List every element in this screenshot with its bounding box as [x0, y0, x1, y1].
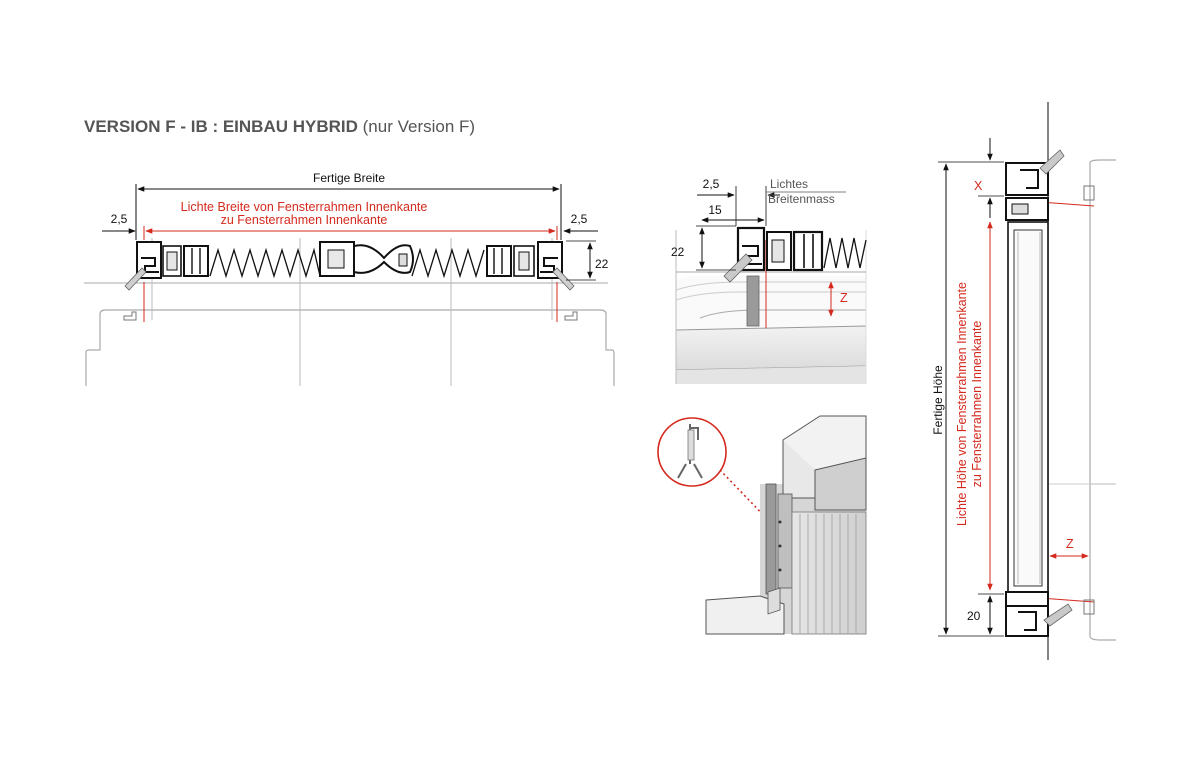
lichtes-label-1: Lichtes [770, 177, 808, 191]
page-title: VERSION F - IB : EINBAU HYBRID (nur Vers… [84, 117, 475, 137]
title-sub: (nur Version F) [362, 117, 476, 136]
lichtes-label-2: Breitenmass [768, 192, 835, 206]
lichte-hoehe-label-2: zu Fensterrahmen Innenkante [970, 321, 984, 488]
section-dim-20: 20 [967, 609, 981, 623]
right-frame-profile [486, 241, 575, 291]
dim-left-2-5: 2,5 [111, 212, 128, 226]
section-dim-x: X [974, 179, 983, 193]
detail-dim-2-5: 2,5 [703, 177, 720, 191]
dim-depth-22: 22 [595, 257, 609, 271]
pleat-left [209, 247, 321, 279]
detail-view: 2,5 Lichtes Breitenmass 15 22 Z [671, 177, 867, 384]
fertige-breite-label: Fertige Breite [313, 171, 385, 185]
pleat-right [411, 247, 485, 279]
lichte-hoehe-label-1: Lichte Höhe von Fensterrahmen Innenkante [955, 282, 969, 526]
iso-view [657, 415, 867, 635]
fertige-hoehe-label: Fertige Höhe [931, 365, 945, 435]
wall-outline [85, 309, 615, 386]
center-profile [319, 241, 414, 277]
section-dim-z: Z [1066, 537, 1074, 551]
left-frame-profile [124, 241, 209, 291]
detail-dim-z: Z [840, 291, 848, 305]
title-main: VERSION F - IB : EINBAU HYBRID [84, 117, 358, 136]
detail-dim-15: 15 [708, 203, 722, 217]
plan-view: Fertige Breite Lichte Breite von Fenster… [84, 171, 615, 386]
lichte-breite-label-2: zu Fensterrahmen Innenkante [221, 213, 388, 227]
dim-right-2-5: 2,5 [571, 212, 588, 226]
section-view: Fertige Höhe X Lichte Höhe von Fensterra… [931, 102, 1116, 660]
detail-dim-22: 22 [671, 245, 685, 259]
lichte-breite-label-1: Lichte Breite von Fensterrahmen Innenkan… [181, 200, 428, 214]
